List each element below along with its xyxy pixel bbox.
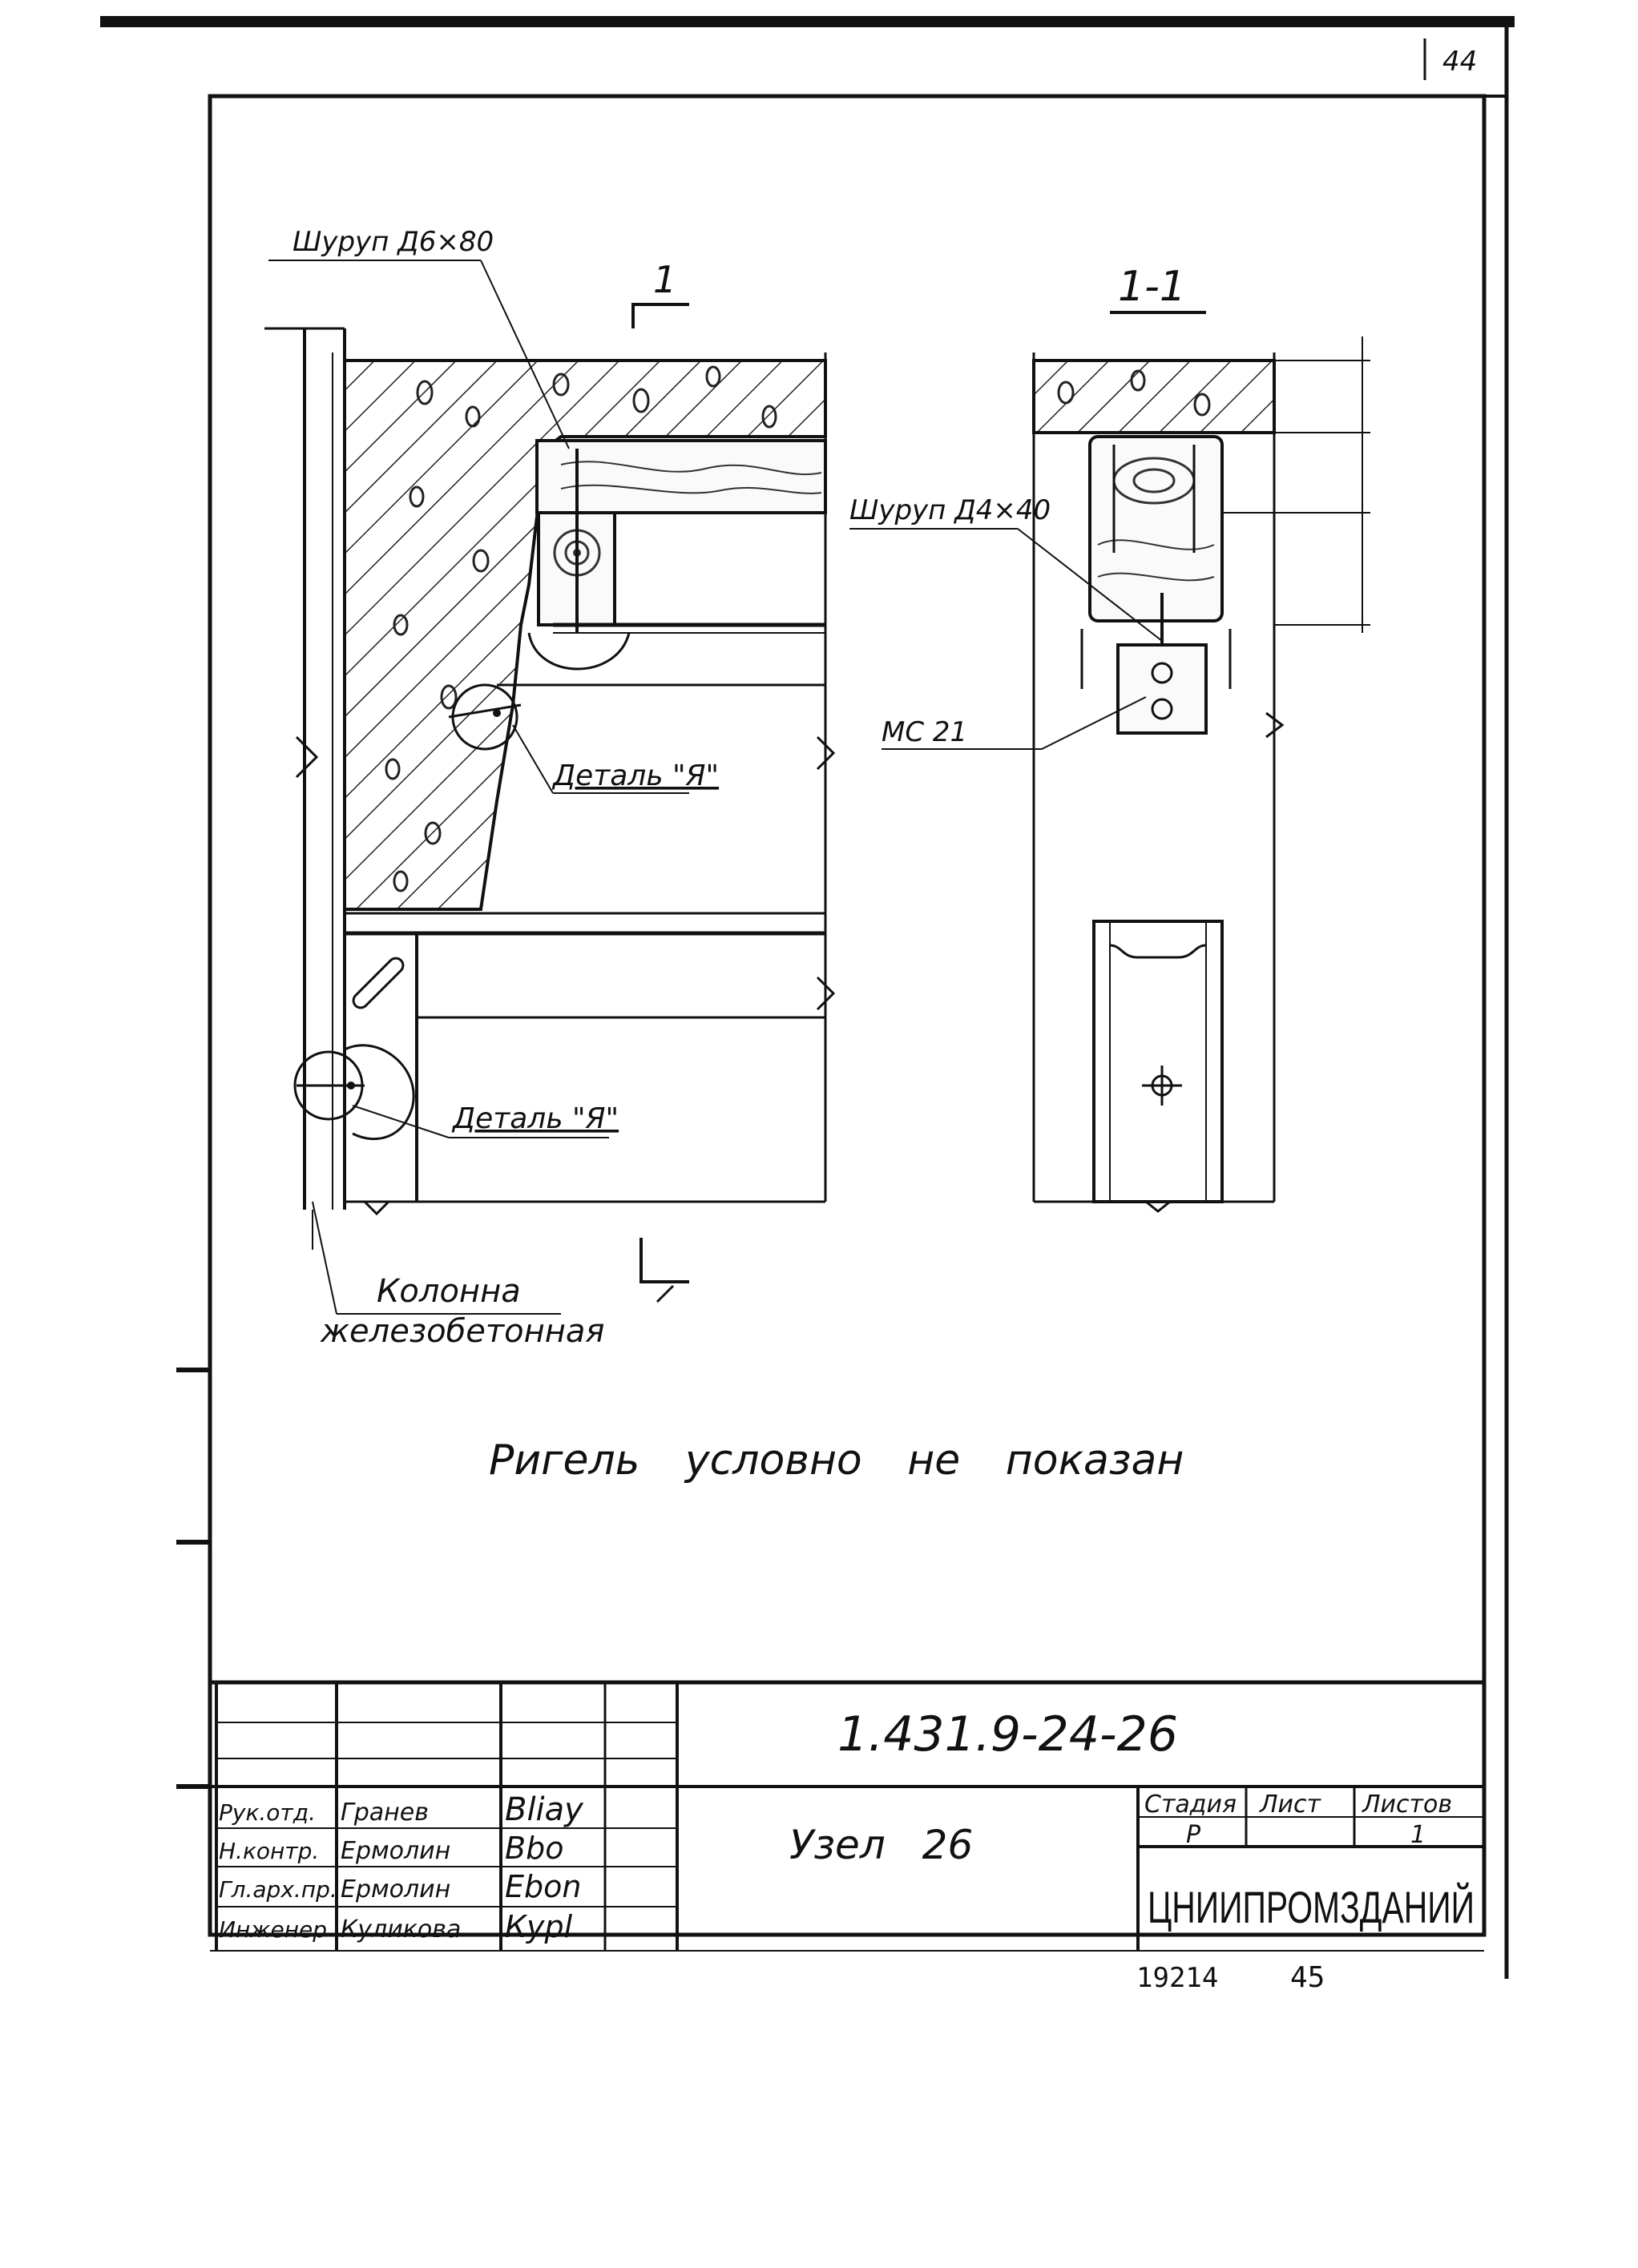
elevation-view xyxy=(264,303,836,1303)
footer-right-number: 45 xyxy=(1290,1961,1325,1994)
section-title: 1-1 xyxy=(1118,263,1186,311)
elevation-leaders xyxy=(268,260,689,1315)
page-corner-number: 44 xyxy=(1442,46,1477,78)
label-detail-a-upper: Деталь "Я" xyxy=(551,759,719,792)
label-screw-side: Шуруп Д4×40 xyxy=(849,494,1051,526)
signature-mark: Ebon xyxy=(505,1869,581,1904)
sheet-frame xyxy=(100,16,1515,1979)
signature-role: Н.контр. xyxy=(219,1838,319,1864)
doc-code: 1.431.9-24-26 xyxy=(837,1706,1178,1762)
node-title: Узел 26 xyxy=(789,1822,973,1868)
signature-name: Ермолин xyxy=(341,1875,450,1903)
signature-mark: Куpl xyxy=(505,1909,573,1944)
signature-role: Гл.арх.пр. xyxy=(219,1876,337,1903)
label-column-line1: Колонна xyxy=(377,1273,521,1310)
signature-name: Ермолин xyxy=(341,1837,450,1865)
signature-rows: Рук.отд. Гранев Bliay Н.контр. Ермолин B… xyxy=(219,1791,584,1944)
sheets-value: 1 xyxy=(1410,1821,1426,1849)
footer-left-number: 19214 xyxy=(1136,1962,1218,1994)
title-block xyxy=(176,1680,1484,1951)
section-leaders xyxy=(849,528,1163,750)
label-screw-top: Шуруп Д6×80 xyxy=(292,226,494,258)
note-text: Ригель условно не показан xyxy=(489,1436,1184,1484)
section-marker-top: 1 xyxy=(653,258,676,301)
org-name: ЦНИИПРОМЗДАНИЙ xyxy=(1148,1882,1475,1932)
label-column-line2: железобетонная xyxy=(320,1313,605,1350)
stage-value: Р xyxy=(1186,1821,1201,1849)
sheet-label: Лист xyxy=(1259,1791,1322,1819)
signature-mark: Bbo xyxy=(505,1831,563,1866)
stage-label: Стадия xyxy=(1144,1791,1237,1819)
section-1-1-view xyxy=(1032,311,1370,1213)
signature-role: Рук.отд. xyxy=(219,1799,316,1826)
sheets-label: Листов xyxy=(1362,1791,1452,1819)
signature-name: Куликова xyxy=(341,1916,461,1944)
label-detail-a-lower: Деталь "Я" xyxy=(451,1102,619,1135)
signature-name: Гранев xyxy=(341,1799,429,1827)
label-ms: МС 21 xyxy=(882,716,967,748)
signature-role: Инженер xyxy=(219,1916,327,1943)
signature-mark: Bliay xyxy=(505,1791,584,1828)
